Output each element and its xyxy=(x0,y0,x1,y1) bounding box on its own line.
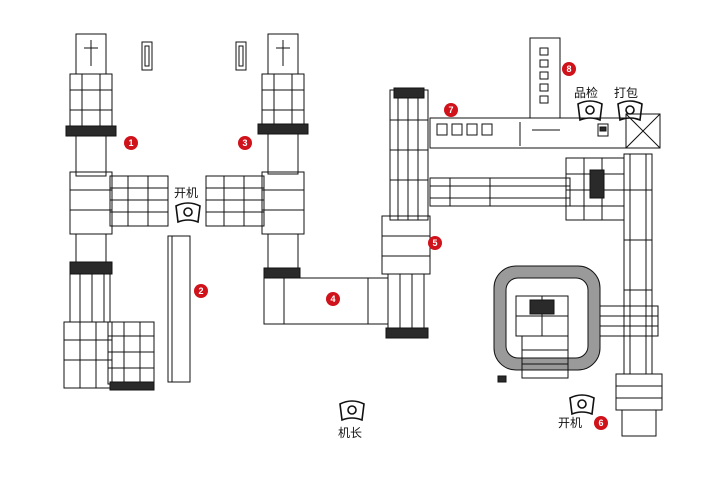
left-bottom-frame xyxy=(107,321,155,391)
right-vertical-conveyor xyxy=(615,153,663,437)
panel-2 xyxy=(167,235,191,383)
horizontal-feed-conveyor xyxy=(429,177,571,207)
small-slot-middle xyxy=(235,41,247,71)
left-vertical-conveyor xyxy=(63,33,117,389)
station-5-tower xyxy=(381,87,431,339)
station-marker-1: 1 xyxy=(124,136,138,150)
right-top-machine xyxy=(565,157,625,221)
scale-box xyxy=(597,123,609,137)
middle-vertical-conveyor xyxy=(257,33,309,279)
operator-station-icon xyxy=(175,100,643,422)
round-machine xyxy=(493,265,601,383)
station-marker-7: 7 xyxy=(444,103,458,117)
operator-label: 机长 xyxy=(338,426,363,440)
start-label-right: 开机 xyxy=(558,416,583,430)
station-marker-6: 6 xyxy=(594,416,608,430)
packing-label: 打包 xyxy=(614,86,639,100)
line-7-conveyor xyxy=(429,117,627,149)
conveyor-8 xyxy=(529,37,561,119)
small-slot-left xyxy=(141,41,153,71)
station-marker-5: 5 xyxy=(428,236,442,250)
station-marker-3: 3 xyxy=(238,136,252,150)
station-marker-4: 4 xyxy=(326,292,340,306)
package-box-icon xyxy=(625,113,661,149)
left-rack-unit xyxy=(109,175,169,227)
station-marker-8: 8 xyxy=(562,62,576,76)
station-marker-2: 2 xyxy=(194,284,208,298)
middle-rack-unit xyxy=(205,175,265,227)
quality-check-label: 品检 xyxy=(574,86,599,100)
start-label-left: 开机 xyxy=(174,186,199,200)
